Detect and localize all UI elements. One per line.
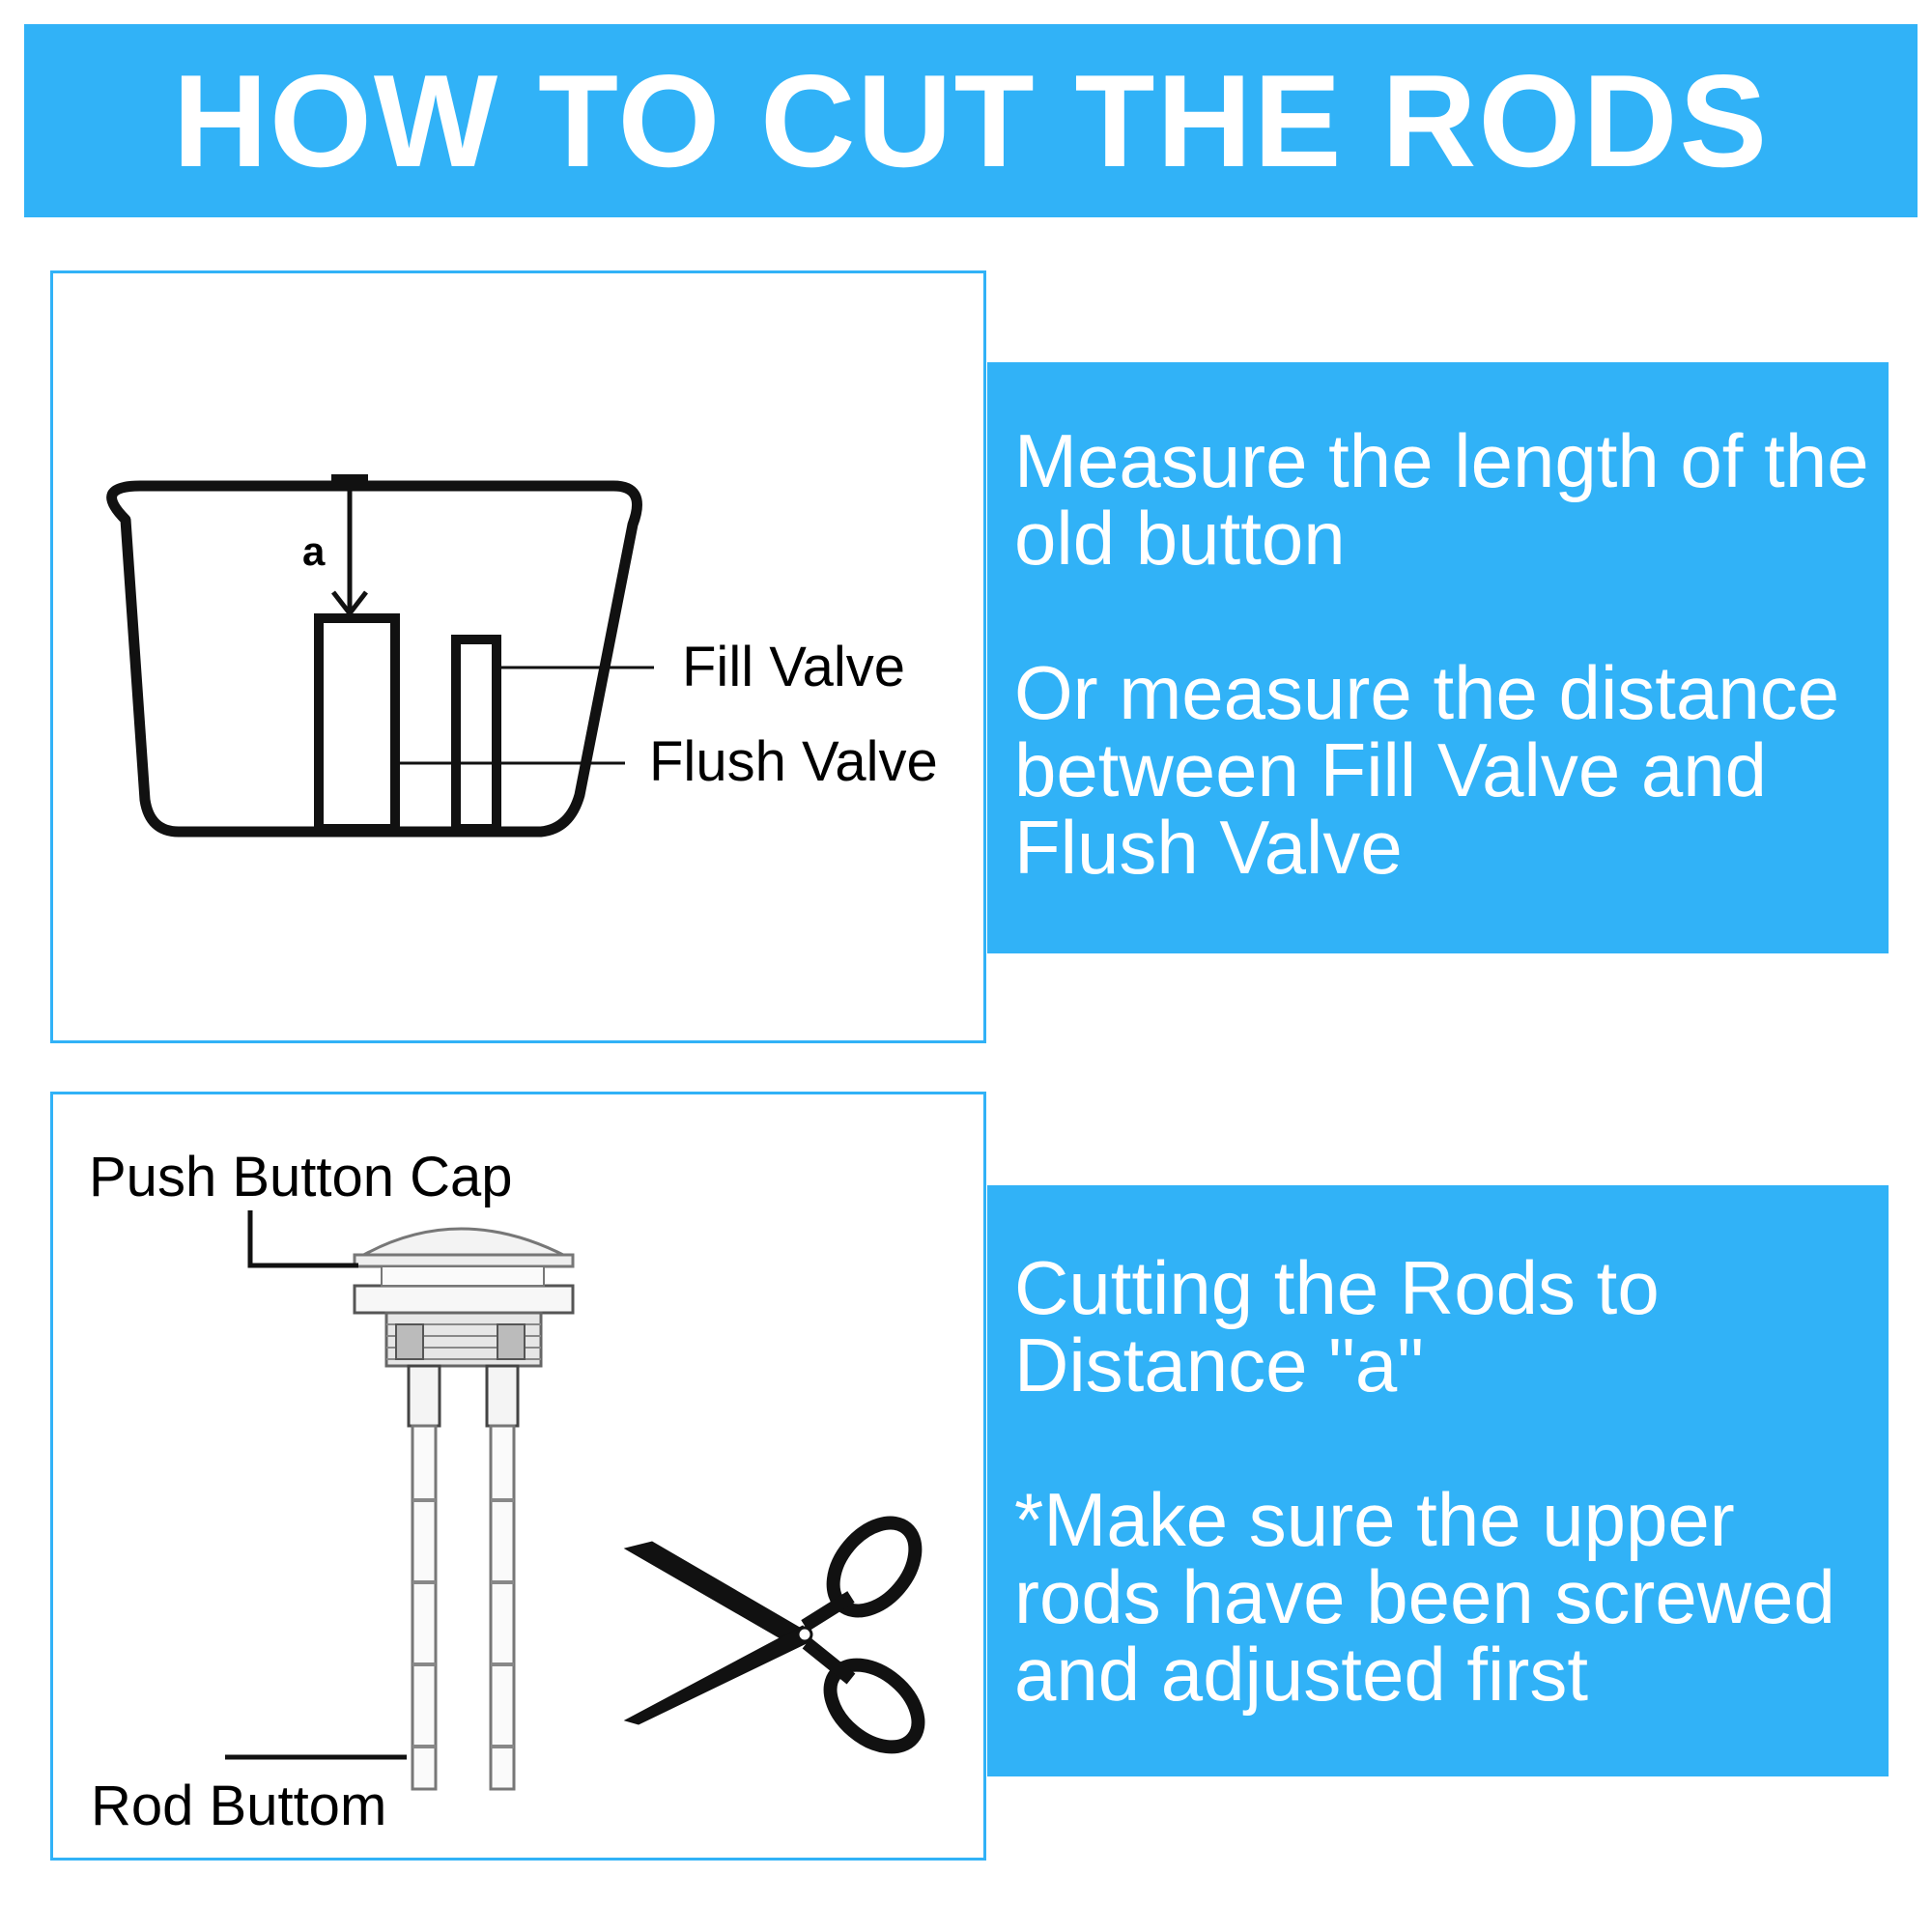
- tank-diagram-panel: a Fill Valve Flush Valve: [50, 270, 986, 1043]
- scissors-icon: [623, 1516, 925, 1754]
- cap-leader-line: [247, 1210, 358, 1268]
- rod-diagram: [225, 1210, 925, 1791]
- connector-left: [407, 1364, 441, 1428]
- rod-diagram-panel: Push Button Cap Rod Buttom: [50, 1092, 986, 1861]
- tank-diagram: [106, 474, 654, 838]
- rod-right: [489, 1424, 516, 1791]
- button-flange: [353, 1284, 575, 1315]
- step1-text-measure-distance: Or measure the distance between Fill Val…: [1014, 650, 1840, 890]
- step1-info-box: Measure the length of the old button Or …: [987, 362, 1889, 953]
- step2-text-cut-rods: Cutting the Rods to Distance "a": [1014, 1245, 1660, 1407]
- flush-valve-shape: [314, 613, 400, 834]
- rod-segment-marks: [412, 1498, 514, 1748]
- title-banner: HOW TO CUT THE RODS: [24, 24, 1918, 217]
- page-title: HOW TO CUT THE RODS: [172, 47, 1770, 194]
- clip-right: [497, 1323, 526, 1360]
- label-rod-bottom: Rod Buttom: [91, 1775, 387, 1837]
- step2-text-note: *Make sure the upper rods have been scre…: [1014, 1477, 1835, 1717]
- clip-left: [395, 1323, 424, 1360]
- button-housing: [381, 1265, 545, 1287]
- label-fill-valve: Fill Valve: [682, 636, 905, 698]
- push-button-cap-dome: [355, 1227, 568, 1259]
- label-a: a: [302, 528, 326, 574]
- label-flush-valve: Flush Valve: [649, 730, 938, 793]
- step2-info-box: Cutting the Rods to Distance "a" *Make s…: [987, 1185, 1889, 1776]
- rod-left: [411, 1424, 438, 1791]
- tank-outline: [106, 480, 642, 838]
- fill-valve-shape: [451, 635, 501, 834]
- label-push-button-cap: Push Button Cap: [89, 1146, 513, 1208]
- step1-text-measure-button: Measure the length of the old button: [1014, 418, 1869, 581]
- connector-right: [485, 1364, 520, 1428]
- push-button-cap-rim: [353, 1253, 575, 1268]
